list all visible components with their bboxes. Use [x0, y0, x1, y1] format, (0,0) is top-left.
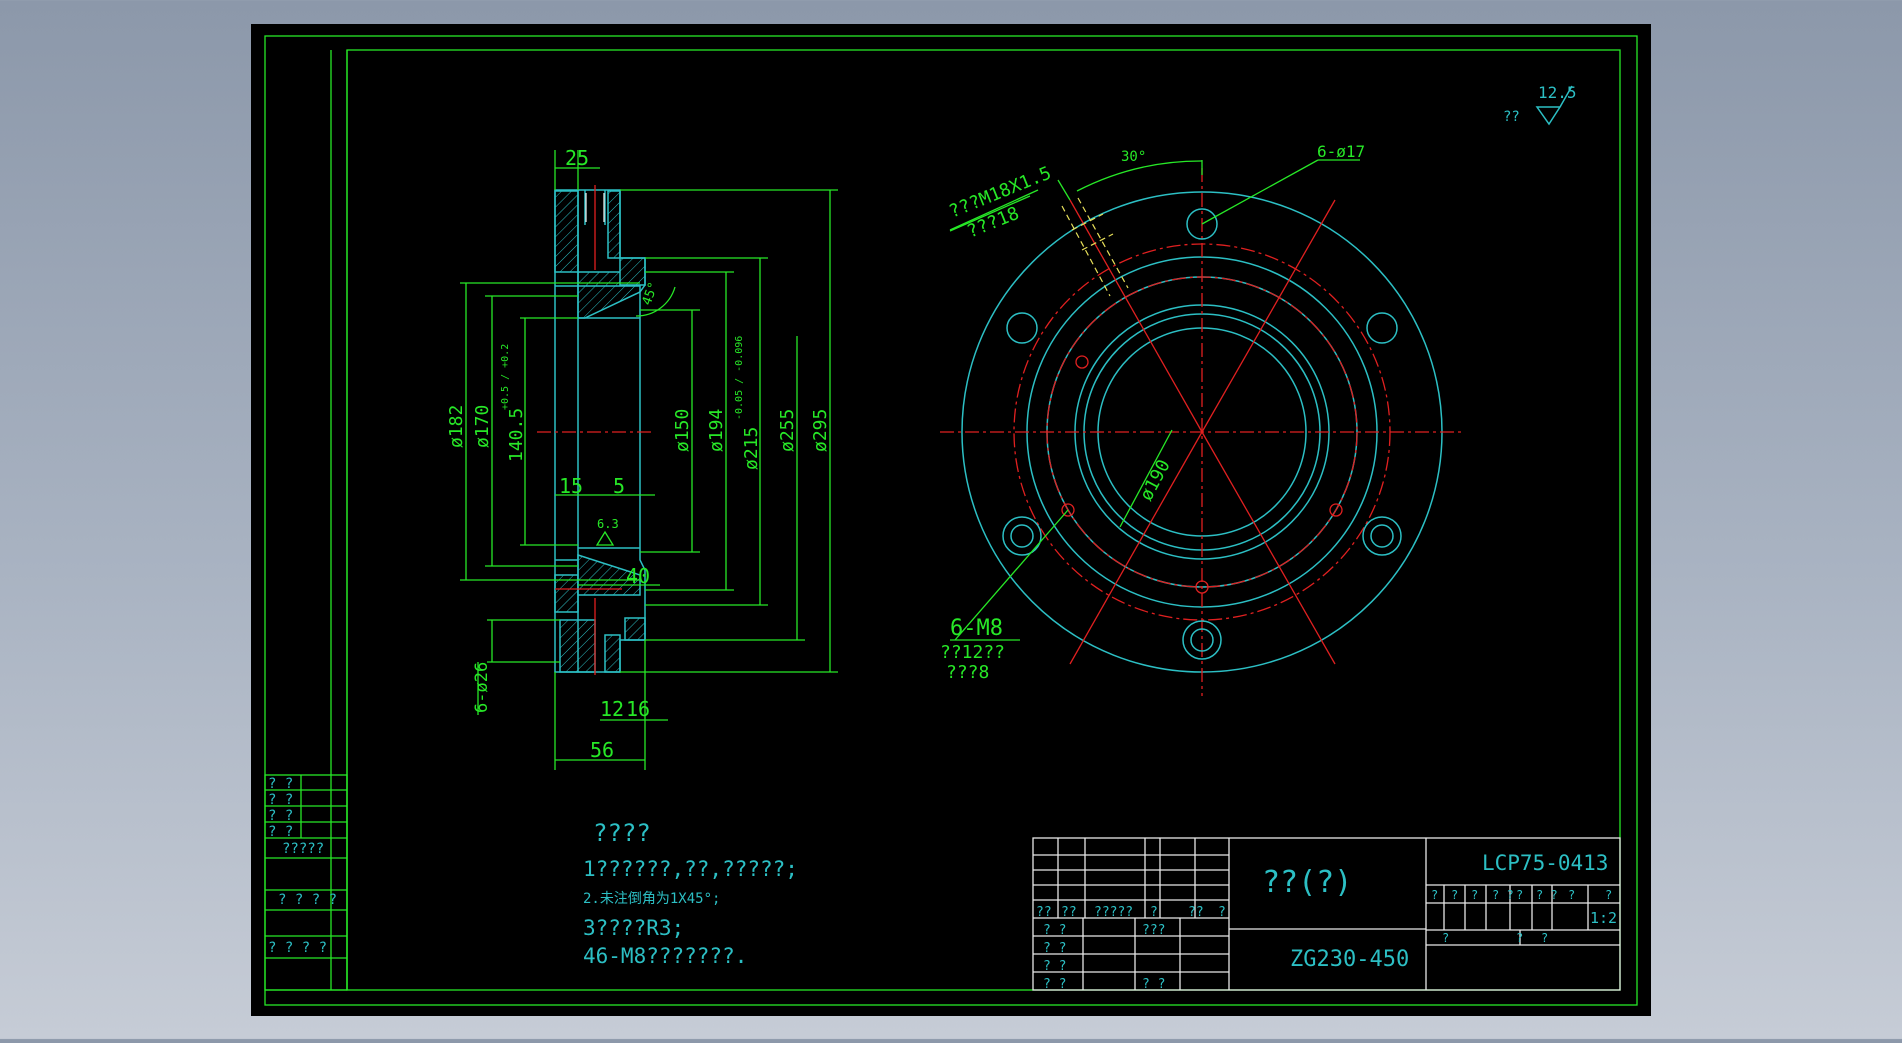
- notes-line4: 46-M8???????.: [583, 944, 747, 968]
- tb-sign-a2: ? ?: [1043, 941, 1066, 956]
- tb-header-4: ?: [1150, 905, 1158, 920]
- tb-small-5: ?: [1516, 888, 1523, 902]
- section-view: 25 ø182 ø170 140.5 +0.5 / +0.2 ø150 ø194…: [446, 146, 838, 770]
- tb-sign-b1: ???: [1142, 923, 1165, 938]
- dim-holes26: 6-ø26: [472, 662, 492, 713]
- left-block-row1: ? ?: [268, 776, 293, 792]
- dim-d215: ø215: [741, 427, 762, 470]
- dim-d150: ø150: [672, 409, 693, 452]
- dim-d140: 140.5: [506, 408, 527, 462]
- dim-w40: 40: [626, 564, 650, 588]
- m8-label-3: ???8: [946, 662, 989, 683]
- tb-part-name: ??(?): [1262, 865, 1352, 900]
- drawing-sheet: [251, 24, 1651, 1016]
- left-block-row4: ? ?: [268, 824, 293, 840]
- roughness-label: ??: [1503, 109, 1520, 125]
- dim-top-width: 25: [565, 146, 589, 170]
- tb-small-6: ? ?: [1536, 888, 1558, 902]
- notes-line1: 1??????,??,?????;: [583, 857, 798, 881]
- dim-w12: 12: [600, 697, 624, 721]
- tb-sign-b4: ? ?: [1142, 977, 1165, 992]
- dim-w16: 16: [626, 697, 650, 721]
- tb-small-1: ?: [1431, 888, 1438, 902]
- tb-small-3: ?: [1471, 888, 1478, 902]
- left-block-row2: ? ?: [268, 792, 293, 808]
- left-block-row5: ?????: [282, 841, 324, 857]
- notes-line2: 2.未注倒角为1X45°;: [583, 891, 720, 907]
- holes17-label: 6-ø17: [1317, 142, 1365, 161]
- dim-d170: ø170: [472, 405, 493, 448]
- tb-small-2: ?: [1451, 888, 1458, 902]
- tb-scale: 1:2: [1590, 909, 1617, 927]
- technical-notes: ???? 1??????,??,?????; 2.未注倒角为1X45°; 3??…: [583, 819, 798, 968]
- tb-drawing-no: LCP75-0413: [1482, 851, 1608, 875]
- tb-small-7: ?: [1568, 888, 1575, 902]
- dim-w5: 5: [613, 474, 625, 498]
- tb-small-8: ?: [1605, 888, 1612, 902]
- tb-small-4: ? ?: [1492, 888, 1514, 902]
- roughness-value: 12.5: [1538, 83, 1577, 102]
- dim-d140-tol: +0.5 / +0.2: [500, 344, 511, 410]
- tb-header-2: ??: [1061, 905, 1077, 920]
- tb-sheet-3: ?: [1541, 931, 1548, 945]
- tb-header-6: ?: [1218, 905, 1226, 920]
- dim-d194: ø194: [706, 409, 727, 452]
- tb-header-5: ??: [1188, 905, 1204, 920]
- m8-label: 6-M8: [950, 616, 1003, 641]
- tb-sheet-2: ?: [1516, 931, 1523, 945]
- tb-material: ZG230-450: [1290, 947, 1409, 972]
- dim-d182: ø182: [446, 405, 467, 448]
- notes-line3: 3????R3;: [583, 916, 684, 940]
- left-block-row3: ? ?: [268, 808, 293, 824]
- rough-small: 6.3: [597, 517, 619, 531]
- title-block: ?? ?? ????? ? ?? ? ? ? ??? ? ? ? ? ? ? ?…: [1032, 837, 1621, 992]
- roughness-symbol: ?? 12.5: [1503, 83, 1577, 126]
- left-block-row6: ? ? ? ?: [278, 892, 337, 908]
- left-block-row7: ? ? ? ?: [268, 940, 327, 956]
- tb-header-3: ?????: [1094, 905, 1133, 920]
- dim-w15: 15: [559, 474, 583, 498]
- angle-label: 30°: [1121, 149, 1146, 165]
- dim-d255: ø255: [777, 409, 798, 452]
- tb-sign-a1: ? ?: [1043, 923, 1066, 938]
- tb-sign-a4: ? ?: [1043, 977, 1066, 992]
- left-info-block: ? ? ? ? ? ? ? ? ????? ? ? ? ? ? ? ? ?: [264, 774, 348, 991]
- dim-d215-tol: -0.05 / -0.096: [734, 336, 745, 420]
- tb-sign-a3: ? ?: [1043, 959, 1066, 974]
- tb-sheet-1: ?: [1442, 931, 1449, 945]
- notes-title: ????: [593, 819, 651, 847]
- dim-d295: ø295: [810, 409, 831, 452]
- m8-label-2: ??12??: [940, 642, 1005, 663]
- dim-w56: 56: [590, 738, 614, 762]
- tb-header-1: ??: [1036, 905, 1052, 920]
